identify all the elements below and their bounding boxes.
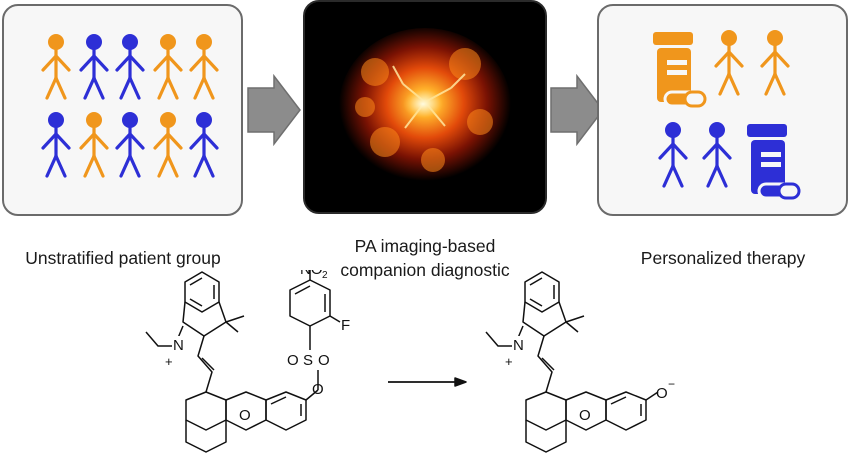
fluorine-label: F (341, 317, 350, 334)
pill-bottle-icon (747, 124, 801, 200)
person-icon (115, 112, 145, 178)
caption-unstratified: Unstratified patient group (25, 248, 221, 268)
caption-pa-imaging: PA imaging-based companion diagnostic (300, 234, 550, 282)
block-arrow-right-icon (247, 74, 301, 146)
xanthene-oxygen-label: O (239, 407, 251, 424)
charge-plus-label: + (165, 354, 173, 369)
person-icon (79, 34, 109, 100)
nitro-group-label: NO (300, 270, 323, 278)
therapy-figures (653, 30, 801, 200)
patient-figures (41, 34, 219, 178)
person-icon (189, 112, 219, 178)
person-icon (702, 122, 732, 188)
nitro-subscript-label: 2 (322, 270, 328, 281)
person-icon (115, 34, 145, 100)
person-icon (79, 112, 109, 178)
caption-personalized: Personalized therapy (640, 248, 806, 268)
person-icon (658, 122, 688, 188)
photoacoustic-image (305, 2, 545, 212)
pill-bottle-icon (653, 32, 707, 108)
phenolate-oxygen-label: O (656, 385, 668, 402)
product-xanthene-oxygen: O (579, 407, 591, 424)
chemical-reaction-scheme: N + O NO 2 F S O O O N + O O − (145, 270, 675, 453)
caption-pa-line-2: companion diagnostic (340, 260, 510, 280)
person-icon (41, 112, 71, 178)
person-icon (41, 34, 71, 100)
sulfonyl-oxygen-right: O (318, 352, 330, 369)
sulfur-label: S (303, 352, 313, 369)
charge-minus-label: − (668, 377, 675, 391)
person-icon (714, 30, 744, 96)
person-icon (153, 112, 183, 178)
unstratified-group-panel (2, 4, 243, 216)
product-nitrogen-label: N (513, 337, 524, 354)
pa-image-panel (303, 0, 547, 214)
person-icon (189, 34, 219, 100)
sulfonyl-oxygen-left: O (287, 352, 299, 369)
person-icon (153, 34, 183, 100)
product-charge-plus: + (505, 354, 513, 369)
caption-pa-line-1: PA imaging-based (354, 236, 496, 256)
personalized-therapy-panel (597, 4, 848, 216)
nitrogen-label: N (173, 337, 184, 354)
person-icon (760, 30, 790, 96)
block-arrow-right-icon (550, 74, 604, 146)
ester-oxygen-label: O (312, 381, 324, 398)
